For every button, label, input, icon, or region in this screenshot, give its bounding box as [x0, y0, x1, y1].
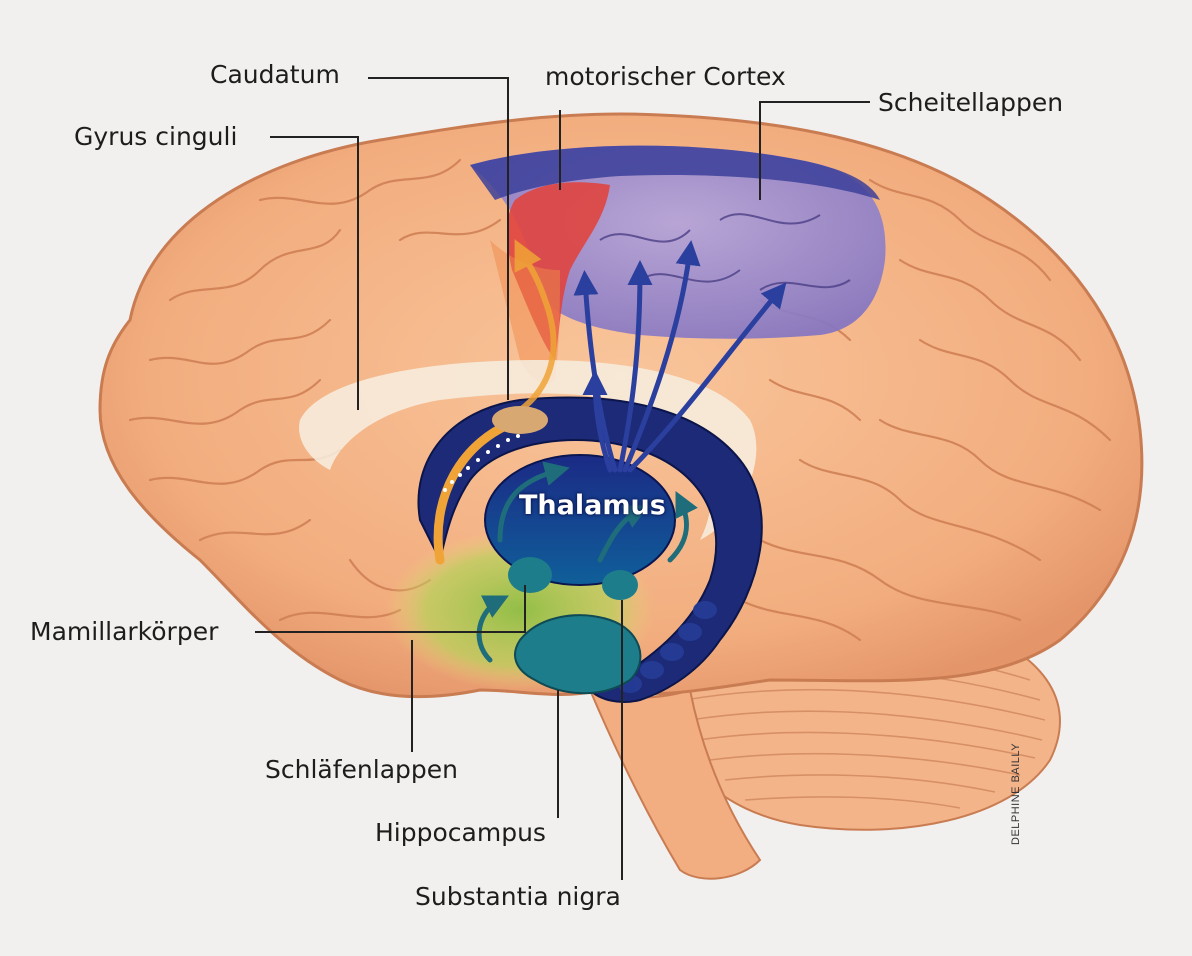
label-substantia-nigra: Substantia nigra	[415, 882, 621, 911]
artist-credit: DELPHINE BAILLY	[1010, 743, 1022, 845]
label-temporal-lobe: Schläfenlappen	[265, 755, 458, 784]
mammillary-node	[508, 557, 552, 593]
label-mammillary-body: Mamillarkörper	[30, 617, 218, 646]
label-parietal-lobe: Scheitellappen	[878, 88, 1063, 117]
label-motor-cortex: motorischer Cortex	[545, 62, 786, 91]
label-caudatum: Caudatum	[210, 60, 340, 89]
label-cingulate-gyrus: Gyrus cinguli	[74, 122, 237, 151]
label-thalamus: Thalamus	[519, 490, 666, 521]
nigra-node	[602, 570, 638, 600]
label-hippocampus: Hippocampus	[375, 818, 546, 847]
caudate-head	[492, 406, 548, 434]
